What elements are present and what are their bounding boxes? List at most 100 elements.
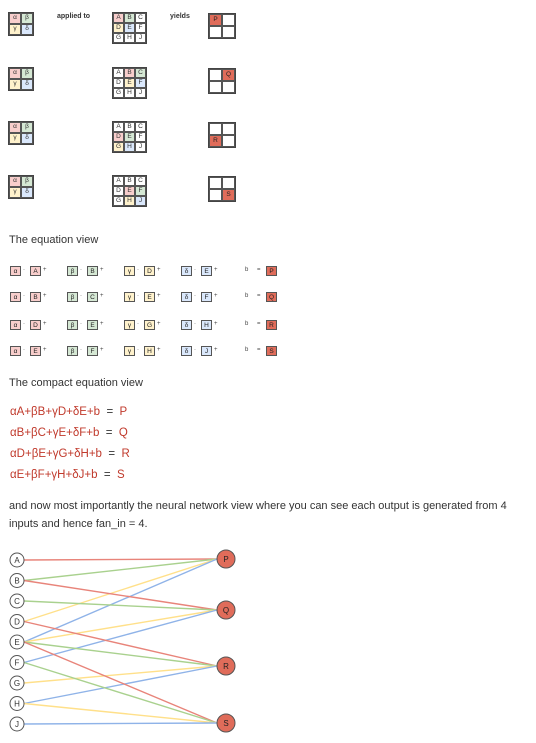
multiply-sign: · (194, 293, 196, 299)
equals-sign: = (257, 293, 261, 299)
kernel-cell: α (9, 176, 21, 187)
image-cell: H (124, 142, 135, 152)
multiply-sign: · (194, 347, 196, 353)
equation-input: F (87, 346, 98, 356)
output-node-label: R (223, 662, 229, 671)
plus-sign: + (43, 321, 47, 327)
connection-b-q (23, 579, 218, 611)
kernel-cell: δ (21, 79, 33, 90)
image-cell: H (124, 196, 135, 206)
output-cell-filled: R (209, 135, 222, 147)
image-cell: G (113, 196, 124, 206)
output-node-s (216, 713, 236, 733)
equation-input: E (30, 346, 41, 356)
connection-e-p (23, 558, 218, 643)
connection-g-r (23, 665, 218, 684)
connection-e-q (23, 609, 218, 643)
equals-sign: = (257, 347, 261, 353)
kernel-cell: γ (9, 133, 21, 144)
connection-b-p (23, 558, 218, 582)
image-cell: A (113, 68, 124, 78)
compact-coefficient: δ (72, 406, 80, 418)
output-node-label: Q (223, 606, 229, 615)
multiply-sign: · (194, 321, 196, 327)
compact-coefficient: δ (72, 469, 79, 481)
equals-sign: = (108, 448, 116, 460)
input-node-j (9, 716, 25, 732)
equation-weight: γ (124, 266, 135, 276)
output-node-label: P (223, 555, 228, 564)
compact-coefficient: γ (52, 448, 59, 460)
plus-sign: + (214, 321, 218, 327)
plus-sign: + (157, 293, 161, 299)
compact-coefficient: α (10, 469, 17, 481)
compact-coefficient: α (10, 448, 17, 460)
equation-input: F (201, 292, 212, 302)
equation-weight: γ (124, 320, 135, 330)
compact-output: R (121, 448, 130, 460)
plus-sign: + (24, 469, 32, 481)
plus-sign: + (157, 267, 161, 273)
output-node-label: S (223, 719, 228, 728)
image-cell: J (135, 88, 146, 98)
equation-input: A (30, 266, 41, 276)
equation-input: B (30, 292, 41, 302)
compact-coefficient: γ (52, 427, 59, 439)
kernel-cell: α (9, 68, 21, 79)
input-node-label: B (14, 577, 19, 586)
output-cell-filled: P (209, 14, 222, 26)
multiply-sign: · (80, 321, 82, 327)
image-cell: J (135, 142, 146, 152)
equation-weight: β (67, 320, 78, 330)
input-node-label: A (14, 556, 20, 565)
kernel-cell: β (21, 68, 33, 79)
plus-sign: + (45, 427, 53, 439)
equation-weight: δ (181, 266, 192, 276)
equation-input: G (144, 320, 155, 330)
compact-variable: F (37, 469, 45, 481)
input-node-label: F (15, 659, 20, 668)
equation-input: H (201, 320, 212, 330)
image-cell: F (135, 23, 146, 33)
plus-sign: + (67, 448, 75, 460)
plus-sign: + (43, 293, 47, 299)
image-cell: G (113, 142, 124, 152)
compact-output: Q (118, 427, 128, 439)
compact-coefficient: γ (52, 406, 58, 418)
output-cell-empty (222, 26, 235, 38)
input-node-e (9, 634, 25, 650)
plus-sign: + (66, 427, 73, 439)
compact-bias: +b (88, 448, 102, 460)
output-cell-empty (209, 123, 222, 135)
output-cell-empty (209, 81, 222, 93)
compact-output: P (119, 406, 128, 418)
connection-h-s (23, 702, 218, 724)
input-node-h (9, 696, 25, 711)
equation-weight: γ (124, 346, 135, 356)
equation-weight: δ (181, 320, 192, 330)
neural-network-description: and now most importantly the neural netw… (9, 500, 507, 530)
compact-variable: B (16, 427, 25, 439)
plus-sign: + (45, 448, 53, 460)
equation-weight: α (10, 292, 21, 302)
connection-j-s (23, 722, 218, 725)
equation-input: D (30, 320, 41, 330)
equation-input: E (144, 292, 155, 302)
compact-variable: E (58, 427, 67, 439)
connection-e-r (23, 641, 218, 667)
equation-view-heading: The equation view (9, 234, 99, 246)
image-cell: C (135, 176, 146, 186)
bias-term: b (245, 321, 249, 327)
yields-label: yields (170, 13, 190, 20)
compact-equation: αB+βC+γE+δF+b = Q (10, 427, 128, 439)
equation-weight: γ (124, 292, 135, 302)
output-node-q (216, 600, 236, 620)
image-cell: B (124, 68, 135, 78)
plus-sign: + (24, 406, 32, 418)
equation-input: E (87, 320, 98, 330)
